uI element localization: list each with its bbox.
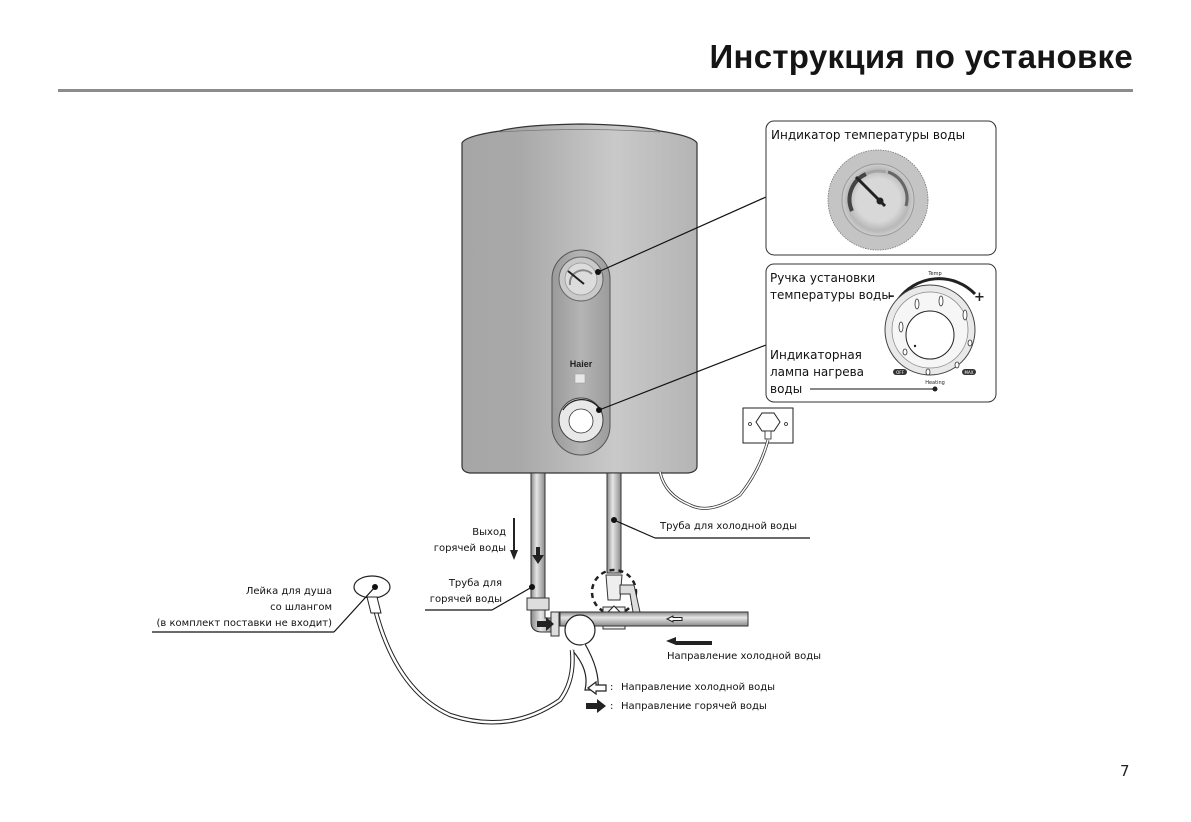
hollow-arrow-left-icon <box>587 680 607 696</box>
cold-water-main <box>559 611 749 627</box>
page-number: 7 <box>1120 762 1130 780</box>
brand-logo: Haier <box>570 359 593 369</box>
shower-label-line1: Лейка для душа <box>245 586 332 597</box>
power-indicator-icon <box>574 373 586 384</box>
knob-temp-label: Temp <box>927 271 941 277</box>
knob-minus-label: – <box>888 289 895 304</box>
shower-label-line2: со шлангом <box>270 602 332 613</box>
hot-pipe-label-line1: Труба для <box>448 578 502 589</box>
knob-label-line2: температуры воды <box>770 288 891 302</box>
shower-label-line3: (в комплект поставки не входит) <box>156 618 332 629</box>
lamp-label-line2: лампа нагрева <box>770 365 865 379</box>
control-panel <box>551 249 611 456</box>
hot-water-pipe <box>526 472 560 637</box>
cold-water-pipe <box>590 472 641 630</box>
power-outlet <box>742 407 794 444</box>
temperature-knob-large <box>884 277 977 392</box>
knob-label-line1: Ручка установки <box>770 271 876 285</box>
cold-pipe-label: Труба для холодной воды <box>660 521 797 532</box>
cold-direction-label: Направление холодной воды <box>667 651 822 662</box>
knob-leader-line <box>598 344 767 411</box>
knob-heating-label: Heating <box>925 380 945 386</box>
safety-valve <box>605 574 623 601</box>
legend-cold-sep: : <box>610 682 614 693</box>
knob-max-label: MAX <box>965 370 974 375</box>
legend-hot-label: Направление горячей воды <box>621 701 767 712</box>
hot-outlet-label-line1: Выход <box>472 527 506 538</box>
knob-off-label: OFF <box>896 370 904 375</box>
page-title: Инструкция по установке <box>709 38 1133 75</box>
legend-hot-sep: : <box>610 701 614 712</box>
temperature-gauge-large <box>827 149 929 251</box>
lamp-label-line3: воды <box>770 382 803 396</box>
hot-outlet-label-line2: горячей воды <box>433 543 506 554</box>
knob-plus-label: + <box>974 290 985 305</box>
lamp-label-line1: Индикаторная <box>770 348 862 362</box>
hot-pipe-label-line2: горячей воды <box>429 594 502 605</box>
legend-cold-label: Направление холодной воды <box>621 682 776 693</box>
solid-arrow-right-icon <box>586 699 606 713</box>
heating-lamp <box>932 386 938 392</box>
title-divider <box>58 89 1133 92</box>
hot-flow-arrow-icon <box>532 547 544 564</box>
temperature-indicator-label: Индикатор температуры воды <box>771 128 966 142</box>
cold-direction-arrow-icon <box>666 637 712 645</box>
gauge-leader-line <box>597 196 767 273</box>
